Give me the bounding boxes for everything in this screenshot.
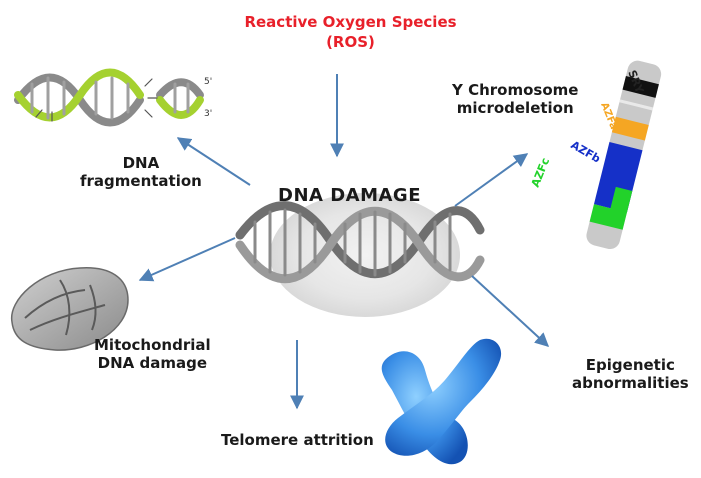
chromosome-graphic: [381, 338, 502, 465]
arrow-to-fragmentation: [176, 137, 251, 186]
dna-fragmentation-label: DNA fragmentation: [80, 154, 202, 190]
ros-title: Reactive Oxygen Species (ROS): [0, 12, 701, 52]
strand-end-5-label: 5': [204, 77, 212, 87]
mitochondrial-line2: DNA damage: [97, 354, 207, 372]
azfb-label: AZFb: [569, 138, 603, 165]
arrows: [138, 74, 550, 410]
mitochondrial-line1: Mitochondrial: [94, 336, 211, 354]
center-dna-helix: [235, 201, 485, 284]
epigenetic-line2: abnormalities: [572, 374, 689, 392]
telomere-label: Telomere attrition: [221, 431, 374, 449]
dna-fragmentation-line1: DNA: [122, 154, 160, 172]
dna-damage-title: DNA DAMAGE: [278, 185, 421, 206]
arrow-to-mitochondrial: [138, 237, 236, 282]
mitochondrion-graphic: [11, 267, 129, 351]
ros-title-line1: Reactive Oxygen Species: [244, 13, 457, 31]
arrow-to-y-chromosome: [454, 153, 529, 207]
ros-title-line2: (ROS): [326, 33, 375, 51]
epigenetic-label: Epigenetic abnormalities: [572, 356, 689, 392]
epigenetic-line1: Epigenetic: [585, 356, 675, 374]
y-microdeletion-line1: Y Chromosome: [452, 81, 579, 99]
dna-fragmentation-line2: fragmentation: [80, 172, 202, 190]
azfc-label: AZFc: [529, 156, 552, 189]
y-microdeletion-line2: microdeletion: [456, 99, 574, 117]
strand-end-3-label: 3': [204, 109, 212, 119]
azfa-label: AZFa: [598, 101, 619, 131]
arrow-to-epigenetic: [471, 275, 550, 347]
y-chromosome-graphic: [586, 60, 662, 250]
mitochondrial-label: Mitochondrial DNA damage: [94, 336, 211, 372]
fragmented-dna-graphic: [14, 68, 204, 127]
y-microdeletion-label: Y Chromosome microdeletion: [452, 81, 578, 117]
